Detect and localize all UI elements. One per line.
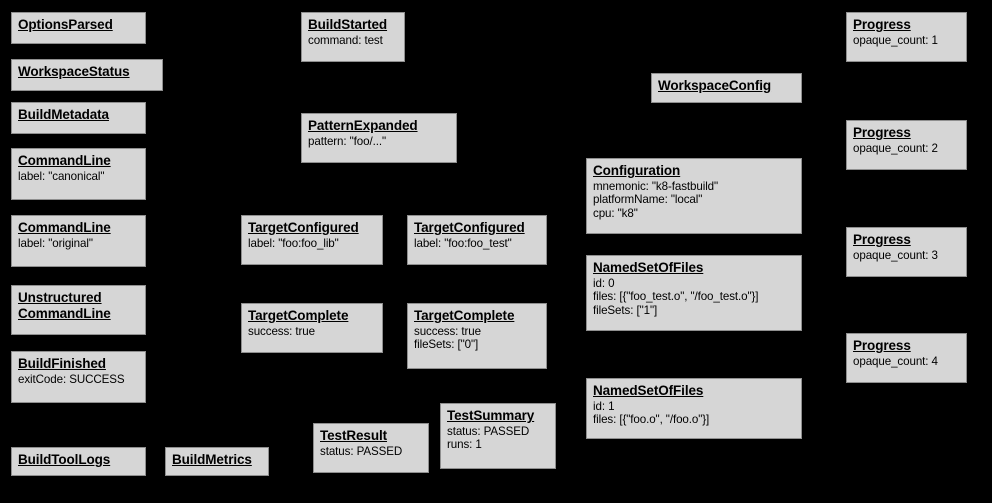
node-field: command: test: [308, 33, 383, 47]
node-title: TargetConfigured: [414, 220, 525, 235]
node-workspace-status[interactable]: WorkspaceStatus: [11, 59, 163, 91]
node-field: platformName: "local": [593, 193, 703, 207]
node-title: Unstructured CommandLine: [18, 290, 111, 322]
node-field: label: "foo:foo_test": [414, 236, 512, 250]
node-title: Progress: [853, 338, 911, 353]
node-field: fileSets: ["0"]: [414, 338, 479, 352]
node-build-metrics[interactable]: BuildMetrics: [165, 447, 269, 476]
node-title: WorkspaceConfig: [658, 78, 772, 93]
node-field: success: true: [248, 324, 316, 338]
node-field: success: true: [414, 324, 482, 338]
node-field: label: "original": [18, 236, 93, 250]
node-field: opaque_count: 3: [853, 248, 938, 262]
node-title: CommandLine: [18, 153, 111, 168]
node-field: opaque_count: 1: [853, 33, 938, 47]
node-title: Progress: [853, 17, 911, 32]
node-field: mnemonic: "k8-fastbuild": [593, 179, 719, 193]
node-field: id: 1: [593, 399, 615, 413]
node-fields: status: PASSED: [320, 445, 422, 458]
node-workspace-config[interactable]: WorkspaceConfig: [651, 73, 802, 103]
node-title: Progress: [853, 125, 911, 140]
node-title: BuildFinished: [18, 356, 106, 371]
node-unstructured-command-line[interactable]: Unstructured CommandLine: [11, 285, 146, 335]
node-build-metadata[interactable]: BuildMetadata: [11, 102, 146, 134]
node-title: NamedSetOfFiles: [593, 260, 704, 275]
node-title: TargetConfigured: [248, 220, 359, 235]
node-title: Configuration: [593, 163, 681, 178]
node-fields: label: "canonical": [18, 170, 139, 183]
node-title: OptionsParsed: [18, 17, 113, 32]
node-title: CommandLine: [18, 220, 111, 235]
node-field: status: PASSED: [447, 424, 530, 438]
node-field: label: "foo:foo_lib": [248, 236, 339, 250]
node-field: id: 0: [593, 276, 615, 290]
node-options-parsed[interactable]: OptionsParsed: [11, 12, 146, 44]
node-title: TestSummary: [447, 408, 535, 423]
node-field: fileSets: ["1"]: [593, 303, 658, 317]
node-title: TestResult: [320, 428, 388, 443]
node-title: TargetComplete: [414, 308, 515, 323]
node-field: exitCode: SUCCESS: [18, 372, 125, 386]
node-field: cpu: "k8": [593, 206, 638, 220]
node-fields: exitCode: SUCCESS: [18, 373, 139, 386]
node-title: BuildStarted: [308, 17, 388, 32]
node-title: Progress: [853, 232, 911, 247]
node-field: runs: 1: [447, 438, 482, 452]
node-fields: opaque_count: 1: [853, 34, 960, 47]
node-fields: pattern: "foo/...": [308, 135, 450, 148]
node-field: opaque_count: 2: [853, 141, 938, 155]
node-fields: label: "foo:foo_test": [414, 237, 540, 250]
node-fields: opaque_count: 3: [853, 249, 960, 262]
node-title: BuildMetrics: [172, 452, 252, 467]
node-field: opaque_count: 4: [853, 354, 938, 368]
node-fields: success: true: [248, 325, 376, 338]
node-fields: label: "foo:foo_lib": [248, 237, 376, 250]
node-title: BuildMetadata: [18, 107, 109, 122]
node-title: TargetComplete: [248, 308, 349, 323]
node-field: status: PASSED: [320, 444, 403, 458]
node-fields: opaque_count: 2: [853, 142, 960, 155]
node-title: BuildToolLogs: [18, 452, 111, 467]
node-title: NamedSetOfFiles: [593, 383, 704, 398]
node-field: files: [{"foo_test.o", "/foo_test.o"}]: [593, 290, 759, 304]
node-fields: command: test: [308, 34, 398, 47]
node-fields: opaque_count: 4: [853, 355, 960, 368]
node-field: pattern: "foo/...": [308, 134, 386, 148]
node-fields: label: "original": [18, 237, 139, 250]
node-field: files: [{"foo.o", "/foo.o"}]: [593, 413, 710, 427]
node-title: WorkspaceStatus: [18, 64, 130, 79]
node-fields: mnemonic: "k8-fastbuild"platformName: "l…: [593, 180, 795, 220]
node-title: PatternExpanded: [308, 118, 418, 133]
node-build-tool-logs[interactable]: BuildToolLogs: [11, 447, 146, 476]
node-field: label: "canonical": [18, 169, 105, 183]
